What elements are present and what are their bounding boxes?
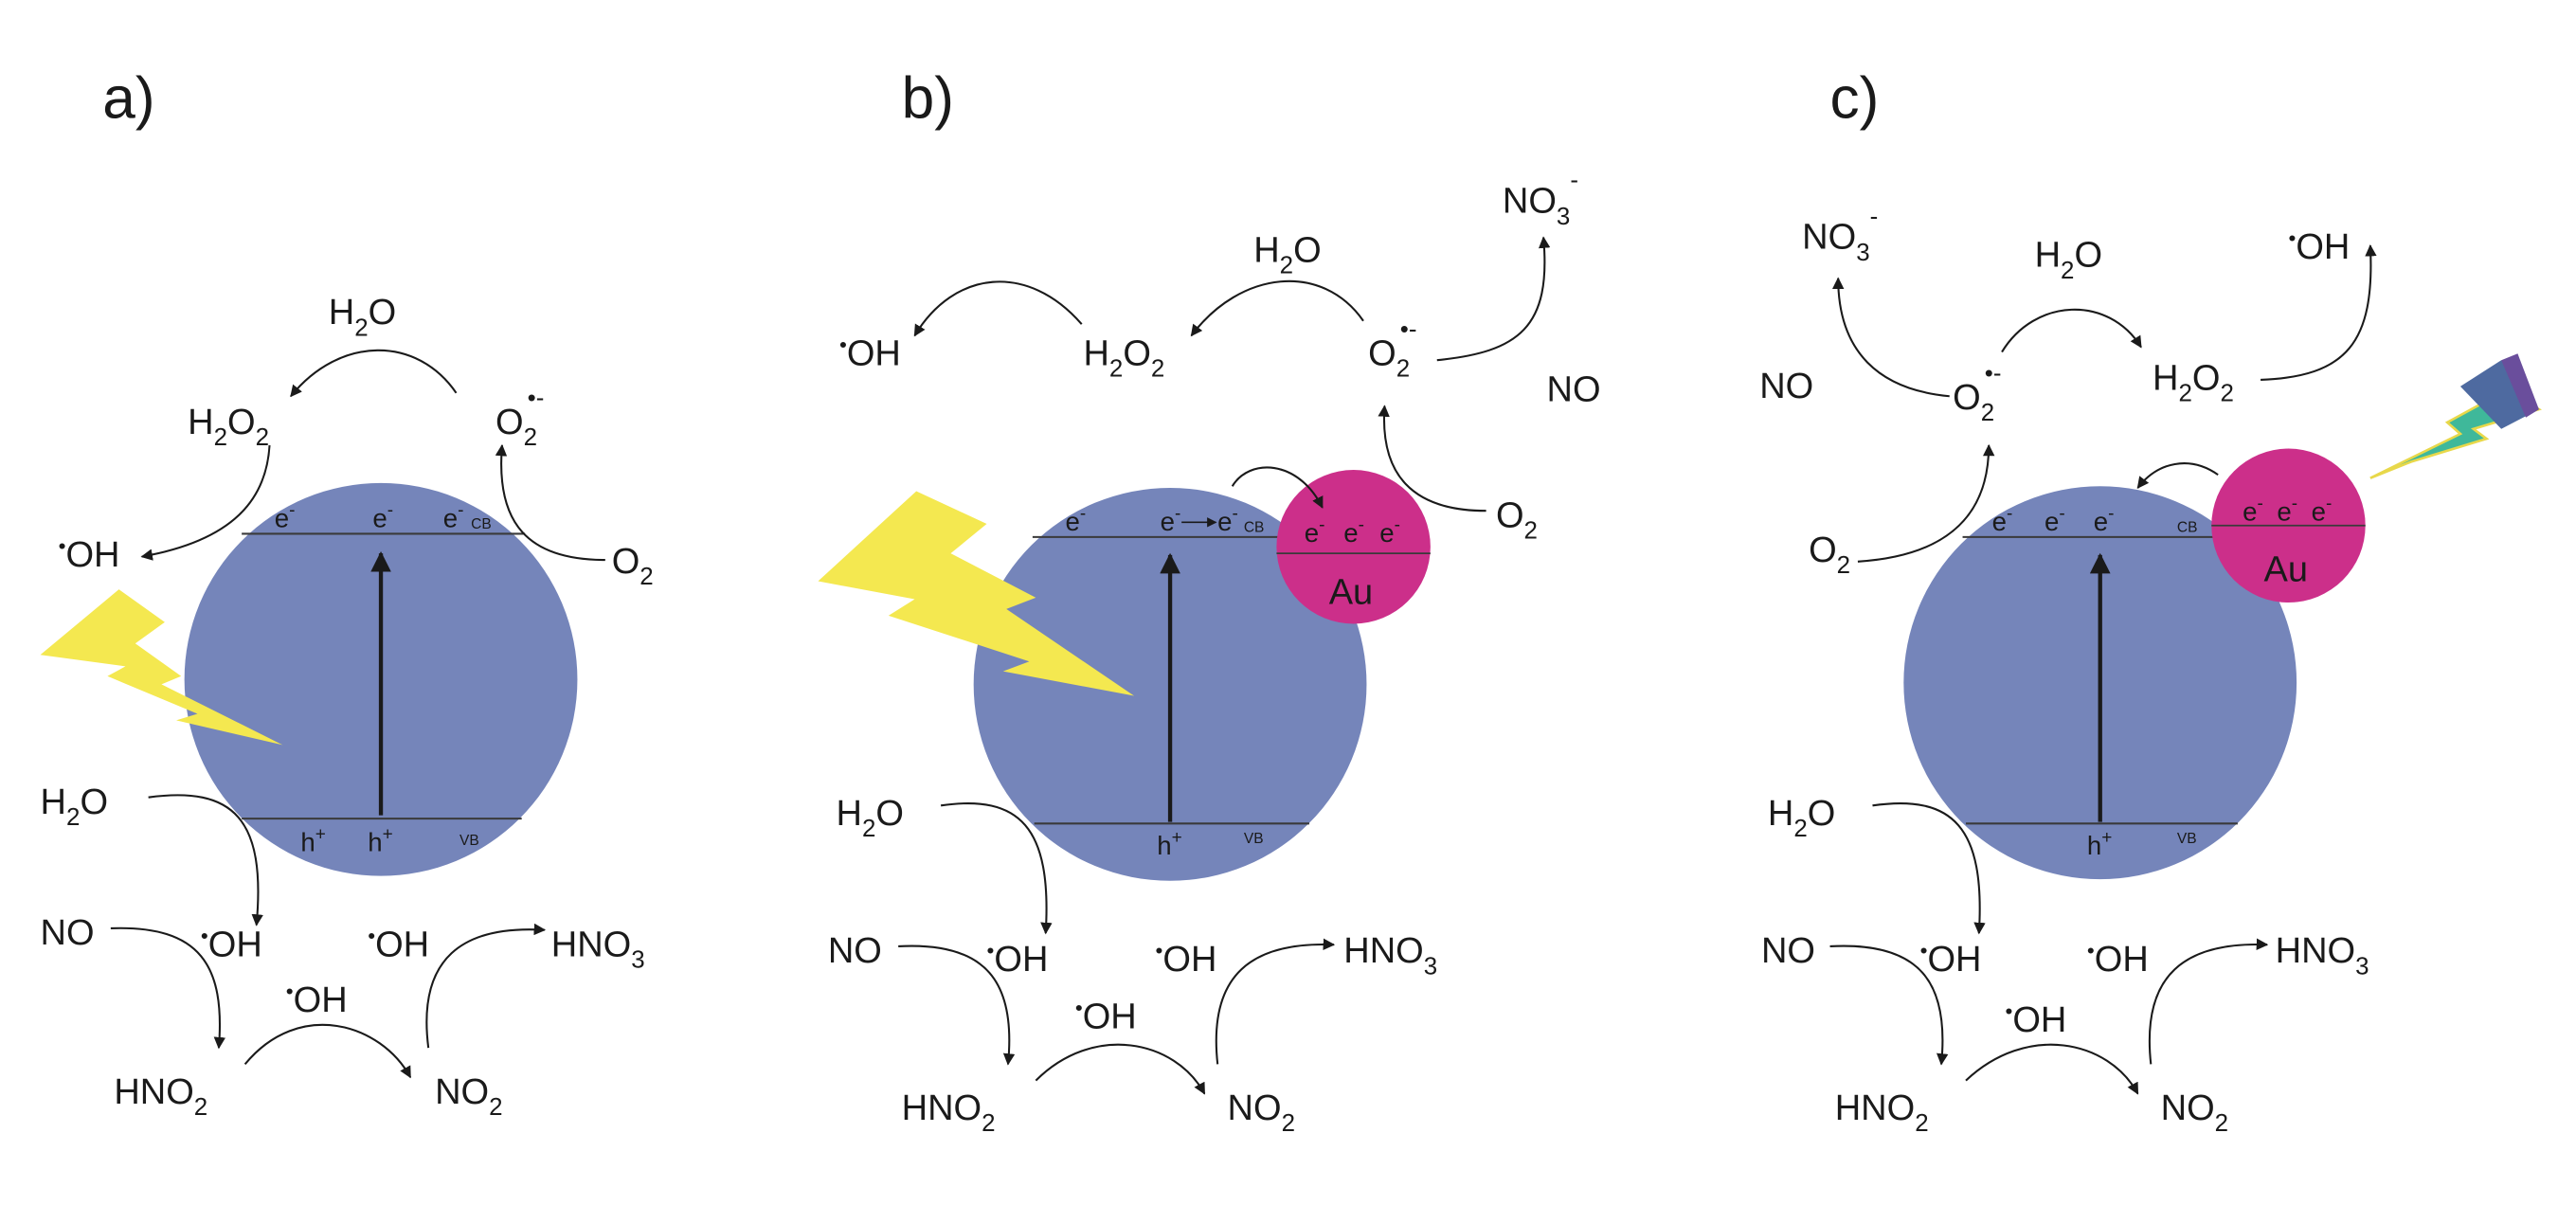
arrow-h2o-to-h2o2	[290, 349, 458, 398]
species-superoxide: O2•-	[1368, 316, 1416, 382]
species-h2o2: H2O2	[188, 403, 269, 451]
species-h2o-left: H2O	[1768, 794, 1835, 842]
panel-b-arrows	[898, 236, 1551, 1095]
species-no2: NO2	[435, 1072, 502, 1121]
cb-label: CB	[2177, 520, 2198, 536]
species-no: NO	[41, 913, 95, 953]
species-hno2: HNO2	[114, 1072, 207, 1121]
light-flash-icon	[818, 491, 1135, 696]
species-no-left: NO	[828, 931, 882, 971]
arrow-no2-to-hno3	[2148, 938, 2269, 1065]
species-h2o2: H2O2	[2153, 358, 2234, 406]
arrow-superoxide-to-h2o2	[1190, 279, 1364, 337]
species-o2: O2	[1496, 495, 1538, 544]
species-hydroxyl-right: •OH	[368, 924, 429, 964]
species-hno3: HNO3	[551, 925, 645, 973]
arrow-h2o2-to-oh	[140, 445, 271, 561]
species-h2o: H2O	[2035, 236, 2102, 284]
species-hydroxyl-right: •OH	[1156, 939, 1217, 980]
panel-a-arrows	[110, 349, 605, 1079]
vb-label: VB	[2177, 831, 2197, 847]
species-hno2: HNO2	[902, 1088, 996, 1137]
species-superoxide: O2•-	[495, 386, 544, 451]
species-hydroxyl-mid: •OH	[201, 924, 262, 964]
arrow-no-to-hno2	[1829, 944, 1949, 1066]
cb-electron: e-	[443, 500, 464, 532]
species-h2o: H2O	[1253, 231, 1321, 279]
species-no: NO	[1759, 367, 1813, 406]
species-h2o-left: H2O	[41, 782, 108, 831]
cb-electron: e-	[372, 500, 393, 532]
arrow-h2o-to-oh	[940, 801, 1053, 935]
species-no2: NO2	[2161, 1088, 2228, 1137]
species-hno3: HNO3	[1343, 931, 1437, 980]
species-nitrate: NO3-	[1802, 204, 1878, 266]
vb-label: VB	[459, 833, 479, 849]
arrow-o2-to-superoxide	[1378, 405, 1486, 513]
species-hydroxyl-cascade: •OH	[286, 980, 348, 1020]
species-hydroxyl-left: •OH	[59, 534, 120, 575]
arrow-no2-to-hno3	[425, 923, 547, 1049]
gold-label: Au	[2264, 550, 2309, 590]
arrow-cb-to-au	[1231, 466, 1324, 509]
arrow-no2-to-hno3	[1215, 938, 1336, 1065]
panel-a: a) e- e- e- CB h+ h+ VB H2O H2O2 O2•- •O…	[40, 65, 654, 1121]
vb-hole: h+	[300, 825, 325, 857]
arrow-h2o-to-oh	[1872, 801, 1986, 935]
species-hydroxyl-mid: •OH	[1920, 939, 1982, 980]
light-flash-icon	[40, 589, 283, 746]
arrow-hno2-to-no2	[243, 1023, 412, 1079]
arrow-superoxide-to-nitrate	[1436, 236, 1551, 362]
species-o2: O2	[1809, 531, 1850, 579]
panel-b-letter: b)	[902, 65, 954, 131]
species-hno2: HNO2	[1835, 1088, 1929, 1137]
arrow-o2-to-superoxide	[495, 443, 605, 562]
cb-label: CB	[471, 516, 492, 532]
arrow-h2o-to-oh	[148, 794, 263, 926]
arrow-no-to-hno2	[110, 926, 226, 1050]
species-hno3: HNO3	[2276, 931, 2369, 980]
species-hydroxyl: •OH	[839, 333, 901, 374]
species-no: NO	[1547, 369, 1601, 409]
arrow-superoxide-to-h2o2	[2001, 308, 2142, 353]
panel-c: c) Au e- e- e- CB e- e- e- h+ VB NO3- NO…	[1759, 65, 2542, 1137]
species-hydroxyl-cascade: •OH	[2005, 999, 2066, 1040]
arrow-hno2-to-no2	[1965, 1043, 2139, 1095]
panel-b: b) Au e- e- e- CB e- e- e- h+ VB •OH H2O…	[818, 65, 1601, 1137]
species-hydroxyl-cascade: •OH	[1075, 997, 1137, 1037]
vb-label: VB	[1244, 831, 1264, 847]
cb-electron: e-	[275, 500, 296, 532]
species-h2o-left: H2O	[837, 794, 904, 842]
species-nitrate: NO3-	[1503, 168, 1578, 230]
species-h2o-top: H2O	[329, 293, 396, 341]
panel-c-letter: c)	[1830, 65, 1880, 131]
arrow-superoxide-to-nitrate	[1831, 277, 1950, 398]
panel-c-arrows	[1829, 243, 2377, 1095]
cb-label: CB	[1244, 520, 1265, 536]
arrow-no-to-hno2	[898, 944, 1016, 1066]
light-flash-icon	[2369, 353, 2542, 479]
species-h2o2: H2O2	[1083, 333, 1164, 382]
gold-label: Au	[1329, 573, 1374, 613]
species-no-left: NO	[1761, 931, 1815, 971]
arrow-o2-to-superoxide	[1857, 443, 1995, 563]
arrow-h2o2-to-oh	[913, 280, 1083, 337]
species-o2-right: O2	[612, 542, 654, 590]
arrow-h2o2-to-oh	[2261, 243, 2377, 381]
species-hydroxyl-right: •OH	[2087, 939, 2149, 980]
arrow-hno2-to-no2	[1035, 1043, 1206, 1095]
arrow-au-to-cb	[2136, 462, 2219, 490]
vb-hole: h+	[368, 825, 392, 857]
species-hydroxyl: •OH	[2288, 226, 2350, 267]
species-hydroxyl-mid: •OH	[987, 939, 1049, 980]
species-no2: NO2	[1228, 1088, 1295, 1137]
species-superoxide: O2•-	[1953, 361, 2001, 426]
panel-a-letter: a)	[102, 65, 154, 131]
